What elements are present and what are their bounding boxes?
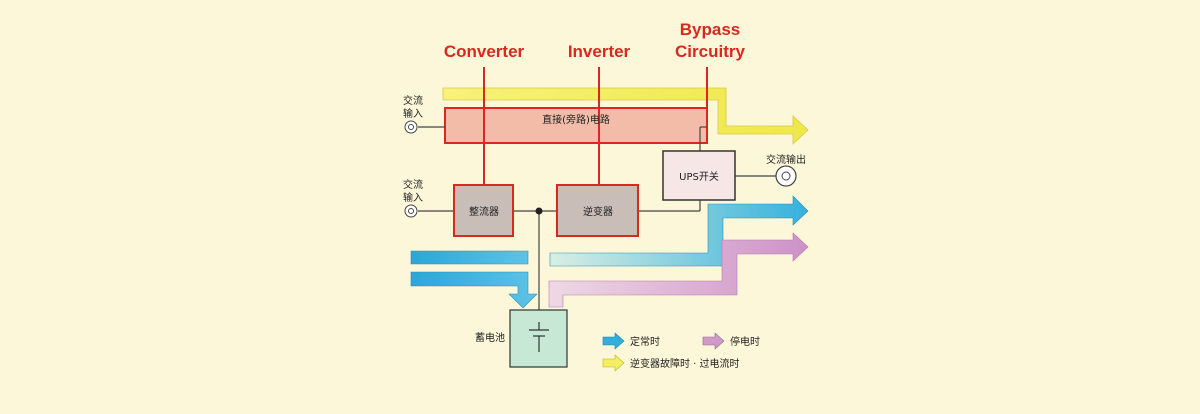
- bypass-circuit-box: [444, 107, 708, 144]
- outage-flow-arrow: [548, 232, 809, 308]
- ac-output-terminal: [775, 165, 797, 187]
- ac-input-top-label-line1: 交流: [403, 94, 423, 107]
- inverter-block: [556, 184, 639, 237]
- converter-annotation: Converter: [444, 42, 525, 61]
- legend-normal-label: 定常时: [630, 335, 660, 348]
- ac-input-bottom-terminal: [404, 204, 418, 218]
- legend-outage-arrow: [702, 332, 725, 350]
- normal-flow-battery-arrow: [410, 271, 538, 309]
- ups-switch-block: [662, 150, 736, 201]
- ups-switch-label: UPS开关: [679, 170, 719, 183]
- rectifier-block: [453, 184, 514, 237]
- ac-input-bottom-label-line1: 交流: [403, 178, 423, 191]
- ac-input-top-label-line2: 输入: [403, 107, 423, 120]
- legend-fault-arrow: [602, 354, 625, 372]
- legend-normal-arrow: [602, 332, 625, 350]
- ac-input-top-terminal: [404, 120, 418, 134]
- legend-outage-label: 停电时: [730, 335, 760, 348]
- battery-icon: [529, 322, 549, 352]
- normal-flow-charge-arrow: [410, 250, 529, 265]
- battery-label: 蓄电池: [475, 331, 505, 344]
- rectifier-label: 整流器: [469, 205, 499, 218]
- fault-flow-arrow: [442, 87, 809, 145]
- normal-flow-output-arrow: [549, 195, 809, 267]
- junction-dot: [535, 207, 543, 215]
- circuit-wiring: [418, 126, 776, 310]
- ac-output-label: 交流输出: [766, 153, 806, 166]
- inverter-label: 逆变器: [583, 205, 613, 218]
- inverter-annotation: Inverter: [568, 42, 631, 61]
- legend-fault-label: 逆变器故障时 · 过电流时: [630, 357, 740, 370]
- bypass-annotation-line1: Bypass: [680, 20, 740, 39]
- annotation-leaders: [483, 67, 708, 185]
- ac-input-bottom-label-line2: 输入: [403, 191, 423, 204]
- bypass-annotation-line2: Circuitry: [675, 42, 745, 61]
- bypass-circuit-label: 直接(旁路)电路: [542, 113, 610, 126]
